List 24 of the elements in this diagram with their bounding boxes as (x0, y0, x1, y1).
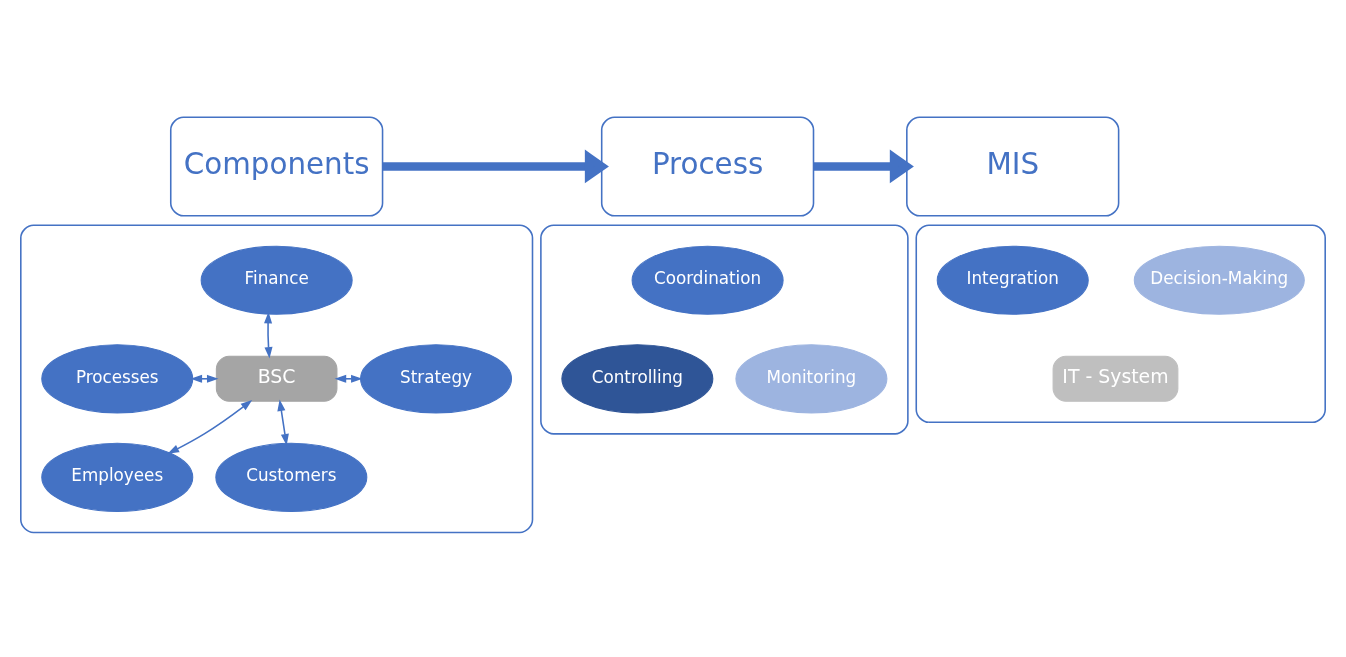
node-box: BSC (215, 355, 338, 402)
node-box: MIS (906, 115, 1120, 217)
node-box: IT - System (1052, 355, 1179, 402)
node-ellipse: Controlling (561, 343, 714, 413)
node-box: Process (600, 115, 815, 217)
cluster (20, 223, 534, 533)
node-ellipse: Processes (41, 343, 194, 413)
node-ellipse: Strategy (360, 343, 513, 413)
arrow (382, 149, 609, 183)
node-ellipse: Customers (215, 442, 368, 512)
arrow (813, 149, 914, 183)
node-ellipse: Coordination (631, 245, 784, 315)
arrow (277, 398, 289, 445)
node-ellipse: Monitoring (735, 343, 888, 413)
node-ellipse: Decision-Making (1133, 245, 1305, 315)
arrow (264, 311, 273, 359)
arrow (334, 374, 363, 383)
arrow (167, 399, 253, 454)
node-ellipse: Finance (200, 245, 353, 315)
arrow (190, 374, 219, 383)
node-box: Components (169, 115, 384, 217)
node-ellipse: Integration (936, 245, 1089, 315)
cluster (540, 223, 909, 435)
cluster (915, 223, 1326, 423)
